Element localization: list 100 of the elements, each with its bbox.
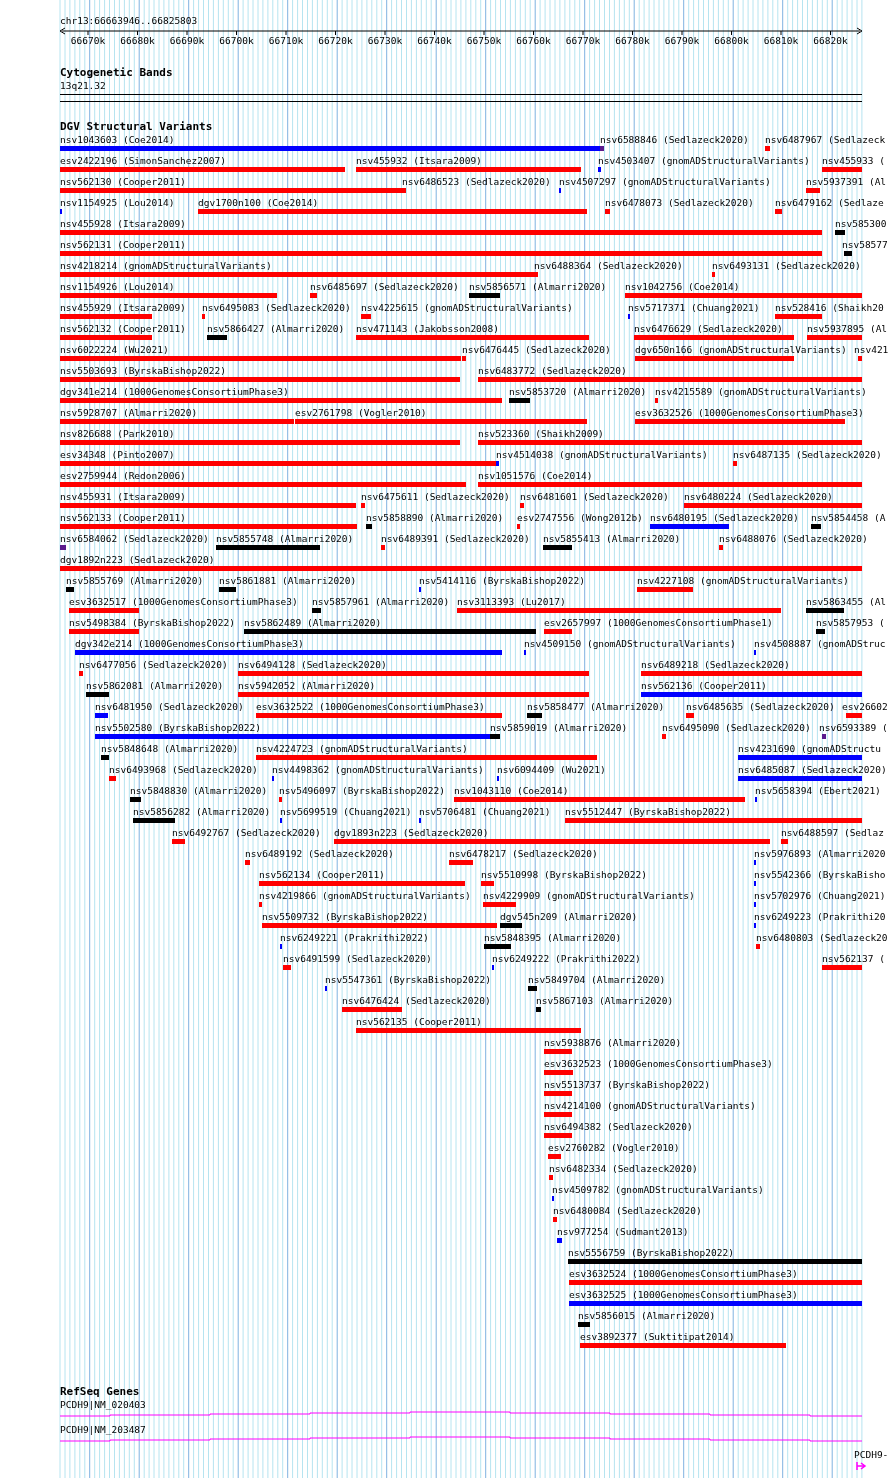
tick-label: 66770k (565, 35, 601, 47)
variant-label: nsv6480084 (Sedlazeck2020) (553, 1205, 702, 1217)
variant-label: nsv5498384 (ByrskaBishop2022) (69, 617, 235, 629)
variant-label: nsv6478073 (Sedlazeck2020) (605, 197, 754, 209)
variant-label: esv2759944 (Redon2006) (60, 470, 186, 482)
variant-label: nsv5857961 (Almarri2020) (312, 596, 450, 608)
variant-label: nsv6492767 (Sedlazeck2020) (172, 827, 321, 839)
variant-label: nsv5862081 (Almarri2020) (86, 680, 224, 692)
variant-label: nsv4229909 (gnomADStructuralVariants) (483, 890, 695, 902)
variant-label: nsv1051576 (Coe2014) (478, 470, 593, 482)
variant-label: nsv6476445 (Sedlazeck2020) (462, 344, 611, 356)
variant-label: nsv5862489 (Almarri2020) (244, 617, 382, 629)
variant-label: nsv6480224 (Sedlazeck2020) (684, 491, 833, 503)
variant-label: nsv4227108 (gnomADStructuralVariants) (637, 575, 849, 587)
variant-label: nsv4219866 (gnomADStructuralVariants) (259, 890, 471, 902)
variant-label: nsv6476629 (Sedlazeck2020) (634, 323, 783, 335)
variant-label: nsv562137 ( (822, 953, 885, 965)
variant-label: nsv5658394 (Ebert2021) (755, 785, 881, 797)
variant-label: nsv5867103 (Almarri2020) (536, 995, 674, 1007)
variant-label: nsv1043603 (Coe2014) (60, 134, 175, 146)
variant-label: nsv4215589 (gnomADStructuralVariants) (655, 386, 867, 398)
variant-label: nsv562135 (Cooper2011) (356, 1016, 482, 1028)
variant-label: nsv5856282 (Almarri2020) (133, 806, 271, 818)
variant-label: nsv6249222 (Prakrithi2022) (492, 953, 641, 965)
variant-label: esv3632522 (1000GenomesConsortiumPhase3) (256, 701, 485, 713)
variant-label: nsv6480803 (Sedlazeck20 (756, 932, 888, 944)
variant-label: nsv5706481 (Chuang2021) (419, 806, 551, 818)
variant-label: nsv6488597 (Sedlaz (781, 827, 884, 839)
variant-label: nsv455929 (Itsara2009) (60, 302, 186, 314)
variant-label: nsv5861881 (Almarri2020) (219, 575, 357, 587)
variant-label: nsv5859019 (Almarri2020) (490, 722, 628, 734)
variant-label: esv34348 (Pinto2007) (60, 449, 175, 461)
variant-label: nsv5556759 (ByrskaBishop2022) (568, 1247, 734, 1259)
variant-label: nsv5717371 (Chuang2021) (628, 302, 760, 314)
variant-label: nsv5856015 (Almarri2020) (578, 1310, 716, 1322)
variant-label: nsv5510998 (ByrskaBishop2022) (481, 869, 647, 881)
variant-label: nsv5848395 (Almarri2020) (484, 932, 622, 944)
variant-label: esv3632525 (1000GenomesConsortiumPhase3) (569, 1289, 798, 1301)
variant-label: nsv1043110 (Coe2014) (454, 785, 569, 797)
variant-label: nsv5856571 (Almarri2020) (469, 281, 607, 293)
variant-label: nsv5414116 (ByrskaBishop2022) (419, 575, 585, 587)
variant-label: nsv4214100 (gnomADStructuralVariants) (544, 1100, 756, 1112)
variant-label: nsv6493131 (Sedlazeck2020) (712, 260, 861, 272)
variant-label: esv3632517 (1000GenomesConsortiumPhase3) (69, 596, 298, 608)
variant-label: nsv6479162 (Sedlaze (775, 197, 884, 209)
variant-label: dgv650n166 (gnomADStructuralVariants) (635, 344, 847, 356)
variant-label: nsv5937895 (Al (807, 323, 888, 335)
variant-label: nsv6489218 (Sedlazeck2020) (641, 659, 790, 671)
variant-label: nsv5866427 (Almarri2020) (207, 323, 345, 335)
gene-label: PCDH9|NM_203487 (60, 1424, 146, 1436)
variant-label: nsv562130 (Cooper2011) (60, 176, 186, 188)
tick-label: 66800k (714, 35, 749, 47)
variant-label: dgv1892n223 (Sedlazeck2020) (60, 554, 215, 566)
variant-label: nsv455931 (Itsara2009) (60, 491, 186, 503)
variant-label: nsv5858477 (Almarri2020) (527, 701, 665, 713)
variant-label: nsv455933 ( (822, 155, 885, 167)
variant-label: nsv562132 (Cooper2011) (60, 323, 186, 335)
variant-label: nsv6249223 (Prakrithi20 (754, 911, 886, 923)
tick-label: 66740k (417, 35, 452, 47)
variant-label: nsv5547361 (ByrskaBishop2022) (325, 974, 491, 986)
variant-label: nsv5858890 (Almarri2020) (366, 512, 504, 524)
variant-label: nsv4514038 (gnomADStructuralVariants) (496, 449, 708, 461)
variant-label: nsv6588846 (Sedlazeck2020) (600, 134, 749, 146)
variant-label: esv26602 (842, 701, 888, 713)
variant-label: nsv6489391 (Sedlazeck2020) (381, 533, 530, 545)
variant-label: esv2657997 (1000GenomesConsortiumPhase1) (544, 617, 773, 629)
variant-label: nsv5509732 (ByrskaBishop2022) (262, 911, 428, 923)
variant-label: nsv6593389 ( (819, 722, 888, 734)
variant-label: nsv6476424 (Sedlazeck2020) (342, 995, 491, 1007)
variant-label: nsv455932 (Itsara2009) (356, 155, 482, 167)
variant-label: dgv342e214 (1000GenomesConsortiumPhase3) (75, 638, 304, 650)
variant-label: nsv4508887 (gnomADStruc (754, 638, 886, 650)
variant-label: nsv5855413 (Almarri2020) (543, 533, 681, 545)
variant-label: nsv5542366 (ByrskaBisho (754, 869, 886, 881)
variant-label: nsv4503407 (gnomADStructuralVariants) (598, 155, 810, 167)
variant-label: esv2747556 (Wong2012b) (517, 512, 643, 524)
variant-label: esv3892377 (Suktitipat2014) (580, 1331, 735, 1343)
variant-label: nsv5513737 (ByrskaBishop2022) (544, 1079, 710, 1091)
variant-label: nsv6475611 (Sedlazeck2020) (361, 491, 510, 503)
variant-label: nsv6494128 (Sedlazeck2020) (238, 659, 387, 671)
variant-label: nsv6482334 (Sedlazeck2020) (549, 1163, 698, 1175)
band-label: 13q21.32 (60, 80, 106, 92)
variant-label: esv3632526 (1000GenomesConsortiumPhase3) (635, 407, 864, 419)
variant-label: esv2422196 (SimonSanchez2007) (60, 155, 226, 167)
variant-label: nsv562136 (Cooper2011) (641, 680, 767, 692)
variant-label: nsv6485635 (Sedlazeck2020) (686, 701, 835, 713)
variant-label: nsv3113393 (Lu2017) (457, 596, 566, 608)
variant-label: nsv6488076 (Sedlazeck2020) (719, 533, 868, 545)
tick-label: 66820k (813, 35, 848, 47)
tick-label: 66720k (318, 35, 353, 47)
variant-label: nsv6495090 (Sedlazeck2020) (662, 722, 811, 734)
variant-label: nsv5976893 (Almarri2020 (754, 848, 886, 860)
variant-label: nsv6022224 (Wu2021) (60, 344, 169, 356)
variant-label: nsv6494382 (Sedlazeck2020) (544, 1121, 693, 1133)
variant-label: nsv421 (854, 344, 889, 356)
variant-label: esv3632524 (1000GenomesConsortiumPhase3) (569, 1268, 798, 1280)
variant-label: nsv5937391 (Al (806, 176, 887, 188)
variant-label: nsv6483772 (Sedlazeck2020) (478, 365, 627, 377)
variant-label: nsv6584062 (Sedlazeck2020) (60, 533, 209, 545)
tick-label: 66730k (367, 35, 403, 47)
